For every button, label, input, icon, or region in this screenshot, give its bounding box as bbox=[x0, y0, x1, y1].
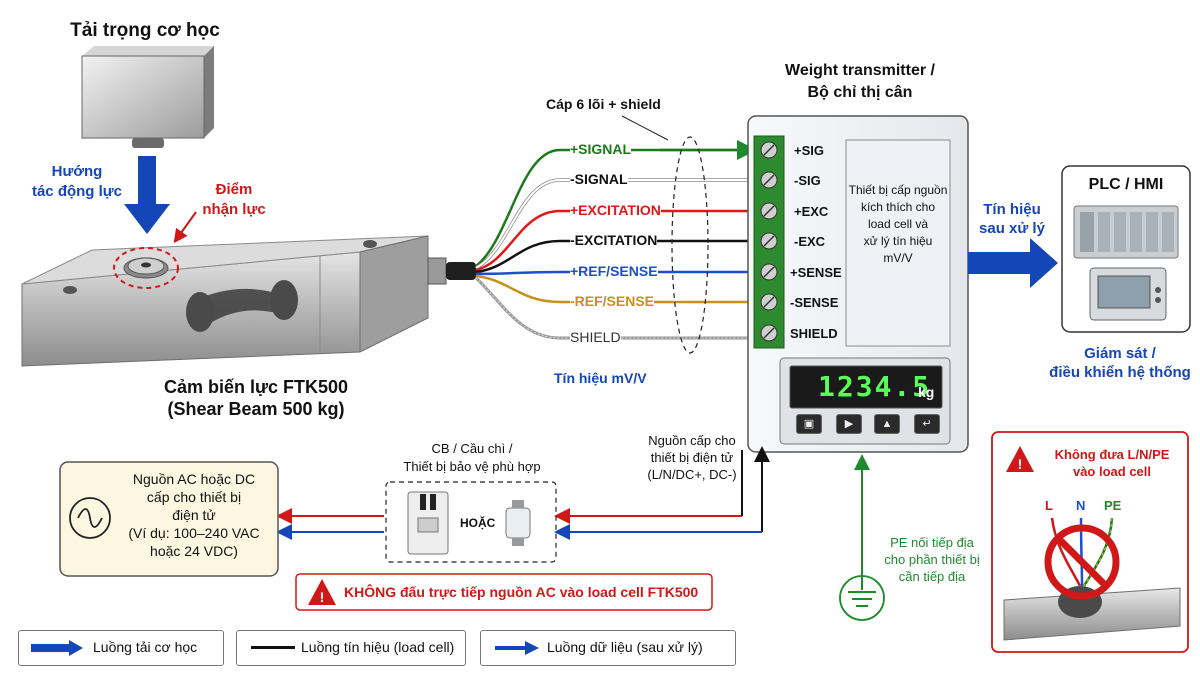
label-pe: PE bbox=[1104, 498, 1122, 513]
wire-label-plus-ref-sense: +REF/SENSE bbox=[570, 263, 658, 279]
wire-label-minus-excitation: -EXCITATION bbox=[570, 232, 658, 248]
plc-hmi-panel bbox=[1061, 165, 1191, 333]
mechanical-load-title: Tải trọng cơ học bbox=[70, 20, 220, 41]
legend-mechanical-load: Luồng tải cơ học bbox=[18, 630, 224, 666]
cable-wires bbox=[474, 148, 752, 340]
weight-display-value: 1234.5 bbox=[818, 370, 932, 403]
legend-label-mechanical: Luồng tải cơ học bbox=[93, 639, 198, 655]
legend-label-signal: Luồng tín hiệu (load cell) bbox=[301, 639, 455, 655]
processed-signal-label: Tín hiệu sau xử lý bbox=[979, 201, 1045, 237]
lnpe-warning-panel: ! bbox=[991, 431, 1189, 653]
menu-icon: ▣ bbox=[803, 418, 815, 430]
terminal-plus-sig: +SIG bbox=[794, 143, 824, 158]
cable-gland bbox=[427, 257, 476, 285]
terminal-shield: SHIELD bbox=[790, 326, 838, 341]
wire-label-minus-ref-sense: -REF/SENSE bbox=[570, 293, 655, 309]
power-source-box bbox=[59, 461, 279, 577]
terminal-minus-exc: -EXC bbox=[794, 234, 826, 249]
transmitter-description: Thiết bị cấp nguồn kích thích cho load c… bbox=[848, 183, 948, 265]
wire-label-shield: SHIELD bbox=[570, 329, 621, 345]
enter-icon: ↵ bbox=[922, 418, 932, 430]
play-right-icon: ▶ bbox=[844, 418, 854, 430]
terminal-minus-sig: -SIG bbox=[794, 173, 821, 188]
cable-bundle-marker bbox=[671, 136, 709, 354]
black-line-icon bbox=[251, 646, 295, 649]
terminal-minus-sense: -SENSE bbox=[790, 295, 839, 310]
protection-label: CB / Cầu chì / Thiết bị bảo vệ phù hợp bbox=[403, 441, 541, 474]
wire-label-plus-excitation: +EXCITATION bbox=[570, 202, 661, 218]
lnpe-warning-text: Không đưa L/N/PE vào load cell bbox=[1054, 447, 1170, 479]
svg-text:!: ! bbox=[1018, 456, 1023, 472]
pe-note-label: PE nối tiếp địa cho phần thiết bị cần ti… bbox=[884, 535, 980, 584]
terminal-plus-exc: +EXC bbox=[794, 204, 829, 219]
ground-icon bbox=[839, 454, 885, 621]
load-cell-body bbox=[21, 235, 429, 367]
weight-display-unit: kg bbox=[918, 384, 935, 400]
svg-text:!: ! bbox=[320, 589, 325, 605]
label-l: L bbox=[1045, 498, 1053, 513]
power-feed-lines bbox=[276, 446, 770, 540]
legend-label-data: Luồng dữ liệu (sau xử lý) bbox=[547, 639, 703, 655]
blue-thick-arrow-icon bbox=[31, 640, 83, 656]
legend-signal-flow: Luồng tín hiệu (load cell) bbox=[236, 630, 466, 666]
power-source-label: Nguồn AC hoặc DC cấp cho thiết bị điện t… bbox=[128, 471, 260, 559]
force-direction-label: Hướng tác động lực bbox=[31, 163, 123, 200]
load-weight-cube bbox=[81, 46, 214, 148]
cable-label-leader bbox=[621, 115, 669, 141]
transmitter-housing bbox=[747, 115, 969, 453]
wire-label-plus-signal: +SIGNAL bbox=[570, 141, 632, 157]
ac-warning-banner: ! bbox=[295, 573, 713, 611]
right-button[interactable]: ▶ bbox=[836, 414, 862, 434]
processed-signal-arrow-icon bbox=[968, 238, 1058, 288]
force-arrow-icon bbox=[124, 156, 170, 234]
wire-label-minus-signal: -SIGNAL bbox=[570, 171, 628, 187]
signal-mv-label: Tín hiệu mV/V bbox=[554, 370, 647, 386]
cable-label: Cáp 6 lõi + shield bbox=[546, 96, 661, 112]
monitoring-label: Giám sát / điều khiển hệ thống bbox=[1049, 345, 1191, 381]
power-for-device-label: Nguồn cấp cho thiết bị điện tử (L/N/DC+,… bbox=[647, 433, 737, 482]
up-triangle-icon: ▲ bbox=[881, 418, 893, 430]
legend-data-flow: Luồng dữ liệu (sau xử lý) bbox=[480, 630, 736, 666]
up-button[interactable]: ▲ bbox=[874, 414, 900, 434]
menu-button[interactable]: ▣ bbox=[796, 414, 822, 434]
enter-button[interactable]: ↵ bbox=[914, 414, 940, 434]
force-point-pointer bbox=[173, 211, 197, 244]
blue-arrow-icon bbox=[495, 641, 539, 655]
terminal-plus-sense: +SENSE bbox=[790, 265, 842, 280]
plc-hmi-title: PLC / HMI bbox=[1088, 176, 1164, 193]
transmitter-title: Weight transmitter / Bộ chỉ thị cân bbox=[785, 62, 935, 101]
or-label: HOẶC bbox=[460, 516, 496, 530]
force-point-label: Điểm nhận lực bbox=[202, 181, 266, 218]
sensor-name-label: Cảm biến lực FTK500 (Shear Beam 500 kg) bbox=[163, 377, 349, 419]
protection-device bbox=[385, 481, 557, 563]
label-n: N bbox=[1076, 498, 1086, 513]
terminal-screws bbox=[760, 141, 778, 342]
ac-warning-text: KHÔNG đấu trực tiếp nguồn AC vào load ce… bbox=[344, 584, 699, 600]
